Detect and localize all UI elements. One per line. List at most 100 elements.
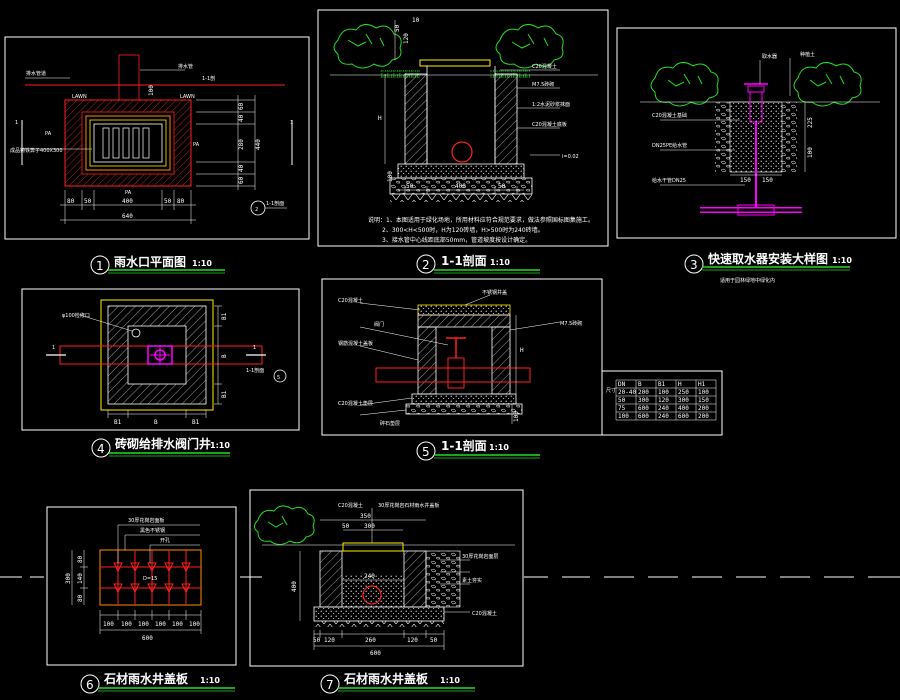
- svg-text:说明：1、本图适用于绿化场地，所用材料应符合规范要求，做法参: 说明：1、本图适用于绿化场地，所用材料应符合规范要求，做法参照国标图集施工。: [368, 216, 594, 224]
- svg-text:素土夯实: 素土夯实: [462, 577, 482, 584]
- svg-text:400: 400: [455, 183, 466, 190]
- svg-text:50: 50: [164, 198, 172, 205]
- table-header-cell: B1: [658, 381, 666, 388]
- svg-text:M7.5砖砌: M7.5砖砌: [532, 81, 554, 88]
- svg-text:适用于园林绿地中绿化内: 适用于园林绿地中绿化内: [720, 277, 775, 284]
- svg-text:C20混凝土基础: C20混凝土基础: [652, 112, 687, 119]
- svg-text:C20混凝土: C20混凝土: [338, 297, 363, 304]
- d5-labels: 不锈钢井盖 C20混凝土 阀门 钢筋混凝土盖板 M7.5砖砌 C20混凝土垫层 …: [338, 289, 582, 427]
- svg-text:3、接水管中心线距底部50mm，管道坡度按设计确定。: 3、接水管中心线距底部50mm，管道坡度按设计确定。: [382, 236, 531, 244]
- svg-text:280: 280: [238, 139, 245, 150]
- svg-text:150: 150: [740, 177, 751, 184]
- d6-dims: 100 100 100 100 100 100 600 80 140 80 30…: [65, 555, 200, 642]
- svg-text:1:10: 1:10: [490, 258, 510, 267]
- svg-text:80: 80: [77, 594, 84, 602]
- table-cell: 600: [638, 413, 649, 420]
- drawing-1-frame: [4, 36, 310, 240]
- svg-text:5: 5: [422, 445, 430, 459]
- d1-mark-right: 1: [290, 120, 293, 126]
- drawing-3-frame: [616, 27, 897, 239]
- drawing-7-title: 7 石材雨水井盖板 1:10: [320, 671, 475, 694]
- d1-pa-bottom: PA: [125, 190, 132, 196]
- table-cell: 100: [618, 413, 629, 420]
- d1-lawn-right: LAWN: [180, 94, 195, 100]
- d3-dims: 150 150 225 100: [740, 117, 814, 184]
- svg-text:50: 50: [430, 637, 438, 644]
- svg-text:砖砌给排水阀门井: 砖砌给排水阀门井: [115, 436, 211, 451]
- table-cell: 120: [658, 397, 669, 404]
- svg-text:50: 50: [406, 183, 414, 190]
- d2-labels: C20混凝土 M7.5砖砌 1:2水泥砂浆抹面 C20混凝土底板 i=0.02: [532, 63, 579, 160]
- drawing-2-title: 2 1-1剖面 1:10: [416, 253, 540, 274]
- svg-text:40: 40: [238, 164, 245, 172]
- table-cell: 300: [678, 397, 689, 404]
- svg-text:1: 1: [96, 259, 104, 273]
- svg-text:100: 100: [103, 621, 114, 628]
- drawing-2-frame: [317, 9, 609, 247]
- svg-text:400: 400: [122, 198, 133, 205]
- d1-pa-right: PA: [193, 142, 200, 148]
- svg-text:1:10: 1:10: [192, 259, 212, 268]
- svg-text:1:10: 1:10: [200, 676, 220, 685]
- table-cell: 200: [698, 413, 709, 420]
- svg-text:40: 40: [238, 114, 245, 122]
- d2-notes: 说明：1、本图适用于绿化场地，所用材料应符合规范要求，做法参照国标图集施工。 2…: [368, 216, 594, 244]
- svg-text:给水干管DN25: 给水干管DN25: [652, 177, 686, 184]
- svg-text:260: 260: [365, 637, 376, 644]
- svg-text:i=0.02: i=0.02: [562, 154, 579, 160]
- svg-text:B1: B1: [192, 419, 200, 426]
- svg-text:3: 3: [690, 258, 698, 272]
- d6-labels: 30厚花岗岩面板 黑色不锈钢 开孔 D=15: [128, 517, 170, 582]
- svg-text:600: 600: [142, 635, 153, 642]
- svg-text:80: 80: [77, 555, 84, 563]
- svg-text:100: 100: [172, 621, 183, 628]
- drawing-7-frame: [249, 489, 524, 667]
- table-header-cell: H: [678, 381, 682, 388]
- table-cell: 100: [658, 389, 669, 396]
- table-cell: 150: [698, 397, 709, 404]
- svg-text:1:10: 1:10: [210, 441, 230, 450]
- d1-dim-bottom: 80 50 400 50 80 640: [67, 198, 185, 220]
- svg-text:440: 440: [255, 139, 262, 150]
- svg-text:H: H: [378, 115, 382, 122]
- svg-text:30厚花岗岩面板: 30厚花岗岩面板: [128, 517, 164, 524]
- svg-text:50: 50: [498, 183, 506, 190]
- svg-text:1:10: 1:10: [489, 443, 509, 452]
- table-cell: 20-40: [618, 389, 636, 396]
- svg-text:300: 300: [364, 523, 375, 530]
- svg-text:黑色不锈钢: 黑色不锈钢: [140, 527, 165, 534]
- table-cell: 600: [678, 413, 689, 420]
- d7-labels: C20混凝土 30厚花岗岩石材雨水井盖板 30厚花岗岩面层 素土夯实 C20混凝…: [338, 502, 498, 617]
- svg-text:300: 300: [65, 573, 72, 584]
- svg-text:50: 50: [342, 523, 350, 530]
- drawing-5-title: 5 1-1剖面 1:10: [416, 438, 540, 461]
- d1-mark-left: 1: [15, 120, 18, 126]
- svg-text:60: 60: [238, 176, 245, 184]
- table-cell: 250: [678, 389, 689, 396]
- table-header-cell: H1: [698, 381, 706, 388]
- table-cell: 400: [678, 405, 689, 412]
- svg-text:碎石垫层: 碎石垫层: [380, 420, 400, 427]
- drawing-1-title: 1 雨水口平面图 1:10: [90, 254, 225, 275]
- svg-text:B1: B1: [114, 419, 122, 426]
- dimension-table: 尺寸: [601, 370, 723, 436]
- svg-text:6: 6: [86, 678, 94, 692]
- d4-dims: B1 B B1 B1 B B1: [114, 312, 228, 426]
- drawing-5-frame: [321, 278, 603, 436]
- svg-text:石材雨水井盖板: 石材雨水井盖板: [103, 671, 189, 686]
- d1-lawn-left: LAWN: [72, 94, 87, 100]
- svg-text:取水器: 取水器: [762, 53, 777, 60]
- table-header-cell: B: [638, 381, 642, 388]
- svg-text:B: B: [221, 354, 228, 358]
- drawing-4-frame: [21, 288, 300, 431]
- d1-callout-top-left: 排水管道: [26, 70, 46, 77]
- d7-dims: 350 50 300 240 50 120 260 120 50 600 400: [291, 513, 438, 657]
- svg-text:60: 60: [238, 102, 245, 110]
- svg-text:不锈钢井盖: 不锈钢井盖: [482, 289, 507, 296]
- table-cell: 50: [618, 397, 626, 404]
- table-cell: 100: [698, 389, 709, 396]
- svg-text:100: 100: [155, 621, 166, 628]
- svg-text:1:2水泥砂浆抹面: 1:2水泥砂浆抹面: [532, 101, 570, 108]
